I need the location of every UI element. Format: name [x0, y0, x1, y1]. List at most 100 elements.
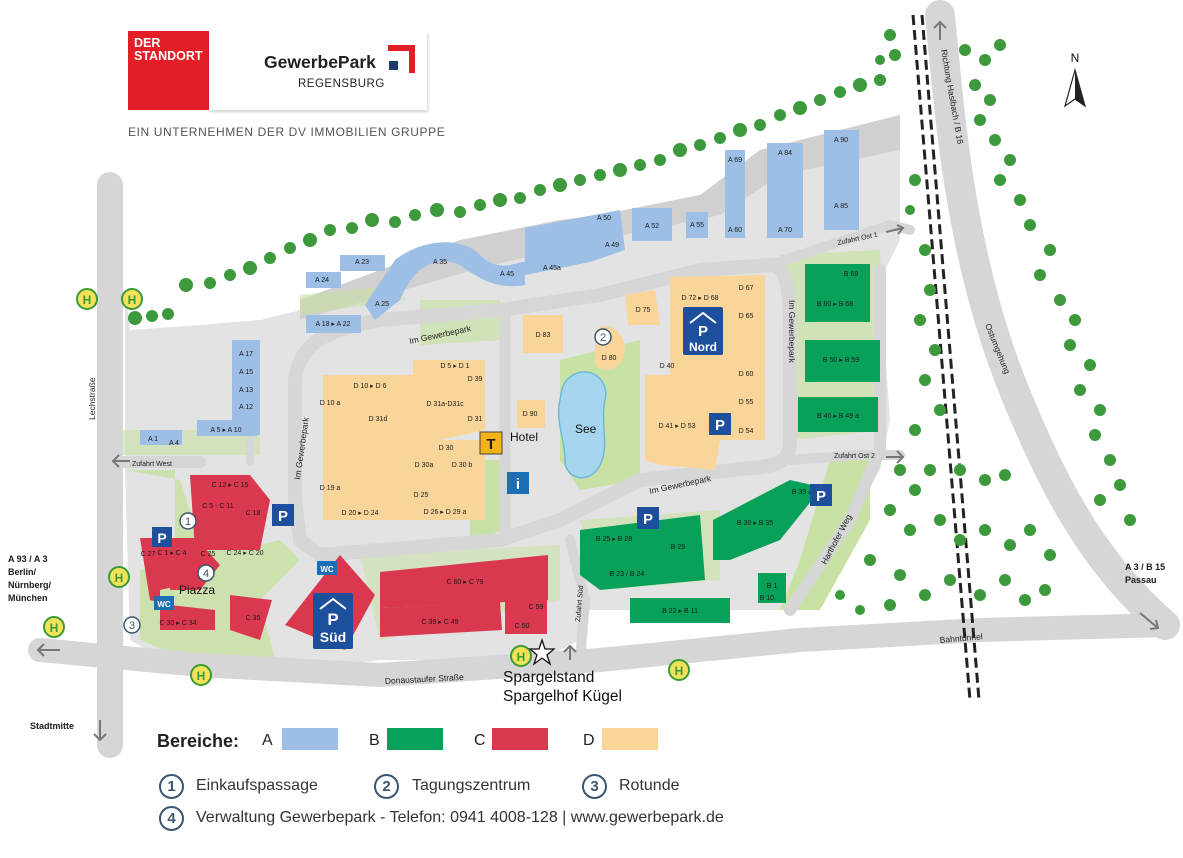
bld-B30: B 30 ▸ B 35 — [737, 520, 773, 527]
legend-text-2: Tagungszentrum — [412, 777, 531, 794]
bus-stop-icon: H — [108, 566, 130, 588]
trees — [128, 29, 1136, 615]
bld-A70: A 70 — [778, 227, 792, 234]
dest-west-3: Nürnberg/ — [8, 580, 52, 590]
star-icon[interactable] — [528, 637, 556, 666]
wc-label: WC — [157, 600, 171, 609]
parking-sued[interactable]: P Süd — [313, 593, 353, 649]
logo-name: GewerbePark — [264, 52, 376, 72]
poi-label-line1: Spargelstand — [503, 669, 595, 686]
legend-text-4: Verwaltung Gewerbepark - Telefon: 0941 4… — [196, 809, 724, 826]
taxi-icon: T — [479, 431, 503, 455]
bld-C27: C 27 — [141, 551, 156, 558]
legend-key-b: B — [369, 732, 380, 749]
bld-C50: C 50 — [515, 623, 530, 630]
bus-label: H — [115, 571, 124, 585]
bld-A90: A 90 — [834, 137, 848, 144]
legend-key-d: D — [583, 732, 595, 749]
bld-D72: D 72 ▸ D 68 — [682, 295, 719, 302]
bld-B39a: B 39 a — [792, 489, 812, 496]
legend-number-4: 4 — [159, 806, 184, 831]
dest-west-2: Berlin/ — [8, 567, 37, 577]
bus-label: H — [50, 621, 59, 635]
bus-stop-icon: H — [190, 664, 212, 686]
marker-rotunde: 3 — [123, 616, 141, 634]
bld-D40: D 40 — [660, 363, 675, 370]
logo-mark-icon — [388, 45, 415, 73]
bld-A85: A 85 — [834, 203, 848, 210]
area-d-buildings[interactable] — [323, 275, 765, 520]
zufahrt-sued: Zufahrt Süd — [575, 585, 585, 622]
bld-B10: B 10 — [760, 595, 775, 602]
bld-A23: A 23 — [355, 259, 369, 266]
bld-C1: C 1 ▸ C 4 — [157, 550, 186, 557]
bld-D26: D 26 ▸ D 29 a — [424, 509, 467, 516]
logo-box — [209, 31, 427, 110]
bld-D20: D 20 ▸ D 24 — [342, 510, 379, 517]
dest-east-1: A 3 / B 15 — [1125, 562, 1165, 572]
bld-A1: A 1 — [148, 436, 158, 443]
bld-B25: B 25 ▸ B 28 — [596, 536, 632, 543]
bld-C35: C 35 — [246, 615, 261, 622]
bld-A13: A 13 — [239, 387, 253, 394]
bld-D31a: D 31a-D31c — [426, 401, 464, 408]
parking-sued-label: Süd — [320, 629, 346, 645]
bld-A55: A 55 — [690, 222, 704, 229]
bld-B1: B 1 — [767, 583, 778, 590]
marker-verwaltung: 4 — [197, 564, 215, 582]
parking-nord[interactable]: P Nord — [683, 307, 723, 355]
area-a-buildings[interactable] — [140, 130, 859, 445]
marker-number: 4 — [203, 568, 209, 580]
bld-C18: C 18 — [246, 510, 261, 517]
legend-text-1: Einkaufspassage — [196, 777, 318, 794]
legend-swatch-b — [387, 728, 443, 750]
taxi-label: T — [486, 436, 495, 453]
info-label: i — [516, 476, 520, 493]
bld-A12: A 12 — [239, 404, 253, 411]
bld-C25: C 25 — [201, 551, 216, 558]
poi-label: Spargelstand Spargelhof Kügel — [503, 668, 622, 706]
parking-icon: P — [810, 484, 832, 506]
bld-D80: D 80 — [602, 355, 617, 362]
bld-A45: A 45 — [500, 271, 514, 278]
bld-D31d: D 31d — [369, 416, 388, 423]
zufahrt-west: Zufahrt West — [132, 461, 172, 468]
wc-icon: WC — [317, 561, 337, 575]
bld-D10: D 10 ▸ D 6 — [353, 383, 386, 390]
bus-stop-icon: H — [43, 616, 65, 638]
bld-A52: A 52 — [645, 223, 659, 230]
bld-D5: D 5 ▸ D 1 — [440, 363, 469, 370]
bld-A18: A 18 ▸ A 22 — [315, 321, 350, 328]
bld-A17: A 17 — [239, 351, 253, 358]
marker-tagungszentrum: 2 — [594, 328, 612, 346]
dest-west-4: München — [8, 593, 48, 603]
bld-B50: B 50 ▸ B 59 — [823, 357, 859, 364]
bld-C12: C 12 ▸ C 15 — [212, 482, 249, 489]
bus-label: H — [675, 664, 684, 678]
parking-icon-symbol: P — [715, 417, 725, 434]
legend-number-2: 2 — [374, 774, 399, 799]
dest-south: Stadtmitte — [30, 721, 74, 731]
bld-A49: A 49 — [605, 242, 619, 249]
parking-small-icons[interactable]: P P P P P — [152, 413, 832, 547]
bld-A4: A 4 — [169, 440, 179, 447]
bld-D30: D 30 — [439, 445, 454, 452]
bus-stop-icon: H — [668, 659, 690, 681]
bld-A25: A 25 — [375, 301, 389, 308]
lake — [557, 371, 607, 479]
marker-number: 2 — [600, 332, 606, 344]
bld-A45a: A 45a — [543, 265, 561, 272]
standort-badge-line1: DER — [134, 36, 161, 50]
zufahrt-ost2: Zufahrt Ost 2 — [834, 453, 875, 460]
see-label: See — [575, 422, 597, 436]
parking-icon-symbol: P — [157, 530, 166, 546]
area-b-buildings[interactable] — [580, 264, 880, 623]
road-bahntunnel: Bahntunnel — [939, 631, 983, 645]
bld-C39: C 39 ▸ C 49 — [422, 619, 459, 626]
bld-C60: C 60 ▸ C 79 — [447, 579, 484, 586]
bld-A69: A 69 — [728, 157, 742, 164]
logo-city: REGENSBURG — [298, 78, 385, 90]
bld-B22: B 22 ▸ B 11 — [662, 608, 698, 615]
parking-icon-symbol: P — [643, 511, 653, 528]
